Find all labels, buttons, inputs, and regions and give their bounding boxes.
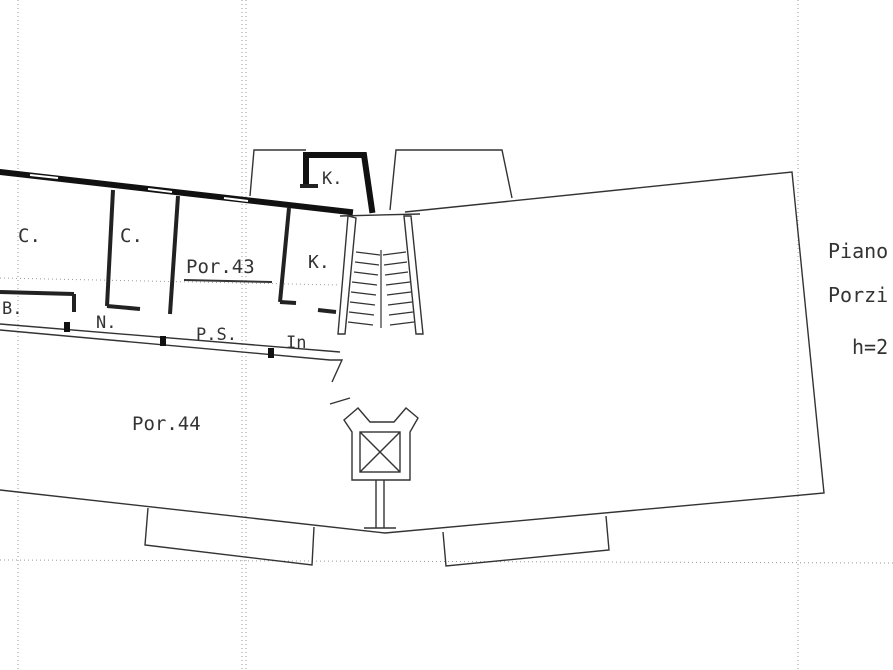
room-label-c1: C. [18,225,41,247]
door-posts [64,322,274,358]
room-label-ps: P.S. [196,325,237,345]
upper-block-left [249,149,306,197]
room-label-b: B. [2,299,22,319]
staircase [337,213,424,335]
main-wall-top [0,168,354,216]
room-label-in: In [286,333,306,353]
room-label-por43: Por.43 [186,256,255,278]
room-label-k-mid: K. [308,252,330,273]
room-label-k-top: K. [322,169,342,189]
partitions [0,189,337,315]
legend-line-1: Piano [828,239,888,263]
balcony-right [442,515,610,567]
por43-underline [183,279,273,283]
elevator-shaft [343,407,419,529]
room-label-por44: Por.44 [132,413,201,435]
right-wing-outline [0,171,825,534]
upper-block-right [389,149,513,211]
room-label-c2: C. [120,225,143,247]
window-marks [29,174,249,202]
k-room-top-walls [303,152,376,214]
legend-line-2: Porzi [828,283,888,307]
balcony-left [144,507,315,566]
legend-line-3: h=2 [852,335,888,359]
room-label-n: N. [96,313,116,333]
